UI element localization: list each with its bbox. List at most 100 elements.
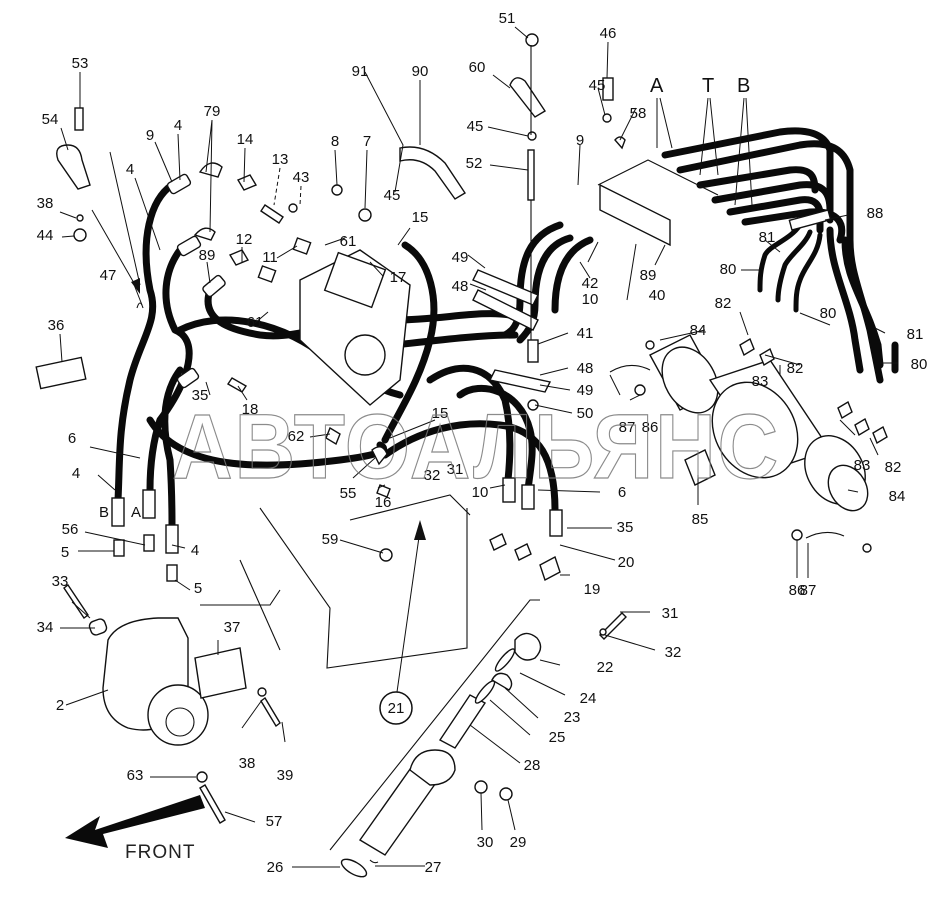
callout-60: 60 xyxy=(469,59,486,76)
callout-84: 84 xyxy=(889,488,906,505)
spacer-34 xyxy=(88,618,108,636)
fitting-35 xyxy=(176,367,200,389)
steering-unit-face xyxy=(147,684,209,746)
callout-83: 83 xyxy=(752,373,769,390)
callout-39: 39 xyxy=(277,767,294,784)
callout-31: 31 xyxy=(447,461,464,478)
callout-14: 14 xyxy=(237,131,254,148)
nut-51 xyxy=(525,33,539,47)
callout-41: 41 xyxy=(577,325,594,342)
ring-24 xyxy=(494,648,516,672)
callout-4: 4 xyxy=(191,542,199,559)
bolt-53 xyxy=(74,107,84,131)
callout-33: 33 xyxy=(52,573,69,590)
seal-26 xyxy=(340,858,368,878)
shim-87b xyxy=(805,531,845,539)
washer-45b xyxy=(527,131,537,141)
hose-89-right xyxy=(551,236,594,314)
callout-17: 17 xyxy=(390,269,407,286)
callout-89: 89 xyxy=(199,247,216,264)
callout-81: 81 xyxy=(759,229,776,246)
callout-26: 26 xyxy=(267,859,284,876)
block-11a xyxy=(292,237,312,255)
hose-top-cross xyxy=(391,310,514,324)
hose-6-right xyxy=(381,420,559,514)
hose-10 xyxy=(426,364,514,484)
callout-53: 53 xyxy=(72,55,89,72)
callout-9: 9 xyxy=(146,127,154,144)
callout-62: 62 xyxy=(288,428,305,445)
fitting-4-right-end xyxy=(165,524,179,554)
bolt-39 xyxy=(260,696,281,728)
bolt-33 xyxy=(63,583,89,620)
callout-82: 82 xyxy=(885,459,902,476)
adapter-56 xyxy=(143,534,155,552)
fitting-82c xyxy=(872,425,888,445)
front-label: FRONT xyxy=(125,842,195,863)
frame-outline xyxy=(259,507,468,669)
fitting-82b xyxy=(837,400,853,420)
nut-30 xyxy=(474,780,488,794)
fitting-55 xyxy=(371,446,388,466)
bolt-46 xyxy=(602,77,614,101)
callout-86: 86 xyxy=(789,582,806,599)
callout-34: 34 xyxy=(37,619,54,636)
callout-38: 38 xyxy=(239,755,256,772)
fitting-18 xyxy=(227,377,247,393)
washer-63 xyxy=(196,771,208,783)
block-11b xyxy=(257,265,277,283)
callout-80: 80 xyxy=(911,356,928,373)
bracket-37 xyxy=(194,647,247,699)
ring-25 xyxy=(474,680,496,704)
hose-80-small-b xyxy=(793,232,823,313)
callout-13: 13 xyxy=(272,151,289,168)
callout-18: 18 xyxy=(242,401,259,418)
washer-45c xyxy=(602,113,612,123)
callout-24: 24 xyxy=(580,690,597,707)
adapter-5a xyxy=(113,539,125,557)
nut-50 xyxy=(527,399,539,411)
tee-12 xyxy=(228,249,250,266)
mount-arrow-head xyxy=(131,278,140,294)
hub-84 xyxy=(827,464,869,512)
leader-lines xyxy=(59,26,898,868)
callout-84: 84 xyxy=(690,322,707,339)
callout-80: 80 xyxy=(820,305,837,322)
callout-48: 48 xyxy=(452,278,469,295)
callout-42: 42 xyxy=(582,275,599,292)
callout-91: 91 xyxy=(352,63,369,80)
nut-84b xyxy=(862,543,872,553)
bolt-57 xyxy=(199,784,226,824)
hose-81-small xyxy=(775,229,813,303)
bracket-60 xyxy=(509,77,546,118)
callout-22: 22 xyxy=(597,659,614,676)
callout-49: 49 xyxy=(577,382,594,399)
fitting-6-end xyxy=(521,484,535,510)
callout-4: 4 xyxy=(72,465,80,482)
front-indicator: FRONT xyxy=(65,795,205,863)
fitting-4 xyxy=(176,235,202,257)
elbow-20b xyxy=(489,533,507,551)
callout-10: 10 xyxy=(472,484,489,501)
callout-87: 87 xyxy=(619,419,636,436)
hose-mid-cross xyxy=(391,331,519,349)
nut-23 xyxy=(491,672,513,691)
bracket-21-plate xyxy=(349,494,471,521)
bracket-90 xyxy=(399,146,466,200)
callout-12: 12 xyxy=(236,231,253,248)
bolt-7 xyxy=(358,208,372,222)
hose-marking-B: B xyxy=(99,504,109,521)
callout-86: 86 xyxy=(642,419,659,436)
plug-59 xyxy=(379,548,393,562)
callout-44: 44 xyxy=(37,227,54,244)
nut-86a xyxy=(634,384,646,396)
pointer-21: 21 xyxy=(379,520,426,725)
axle-drum xyxy=(711,381,799,479)
nut-86b xyxy=(791,529,803,541)
callout-46: 46 xyxy=(600,25,617,42)
callout-81: 81 xyxy=(907,326,924,343)
callout-29: 29 xyxy=(510,834,527,851)
port-label-B: B xyxy=(737,75,750,97)
